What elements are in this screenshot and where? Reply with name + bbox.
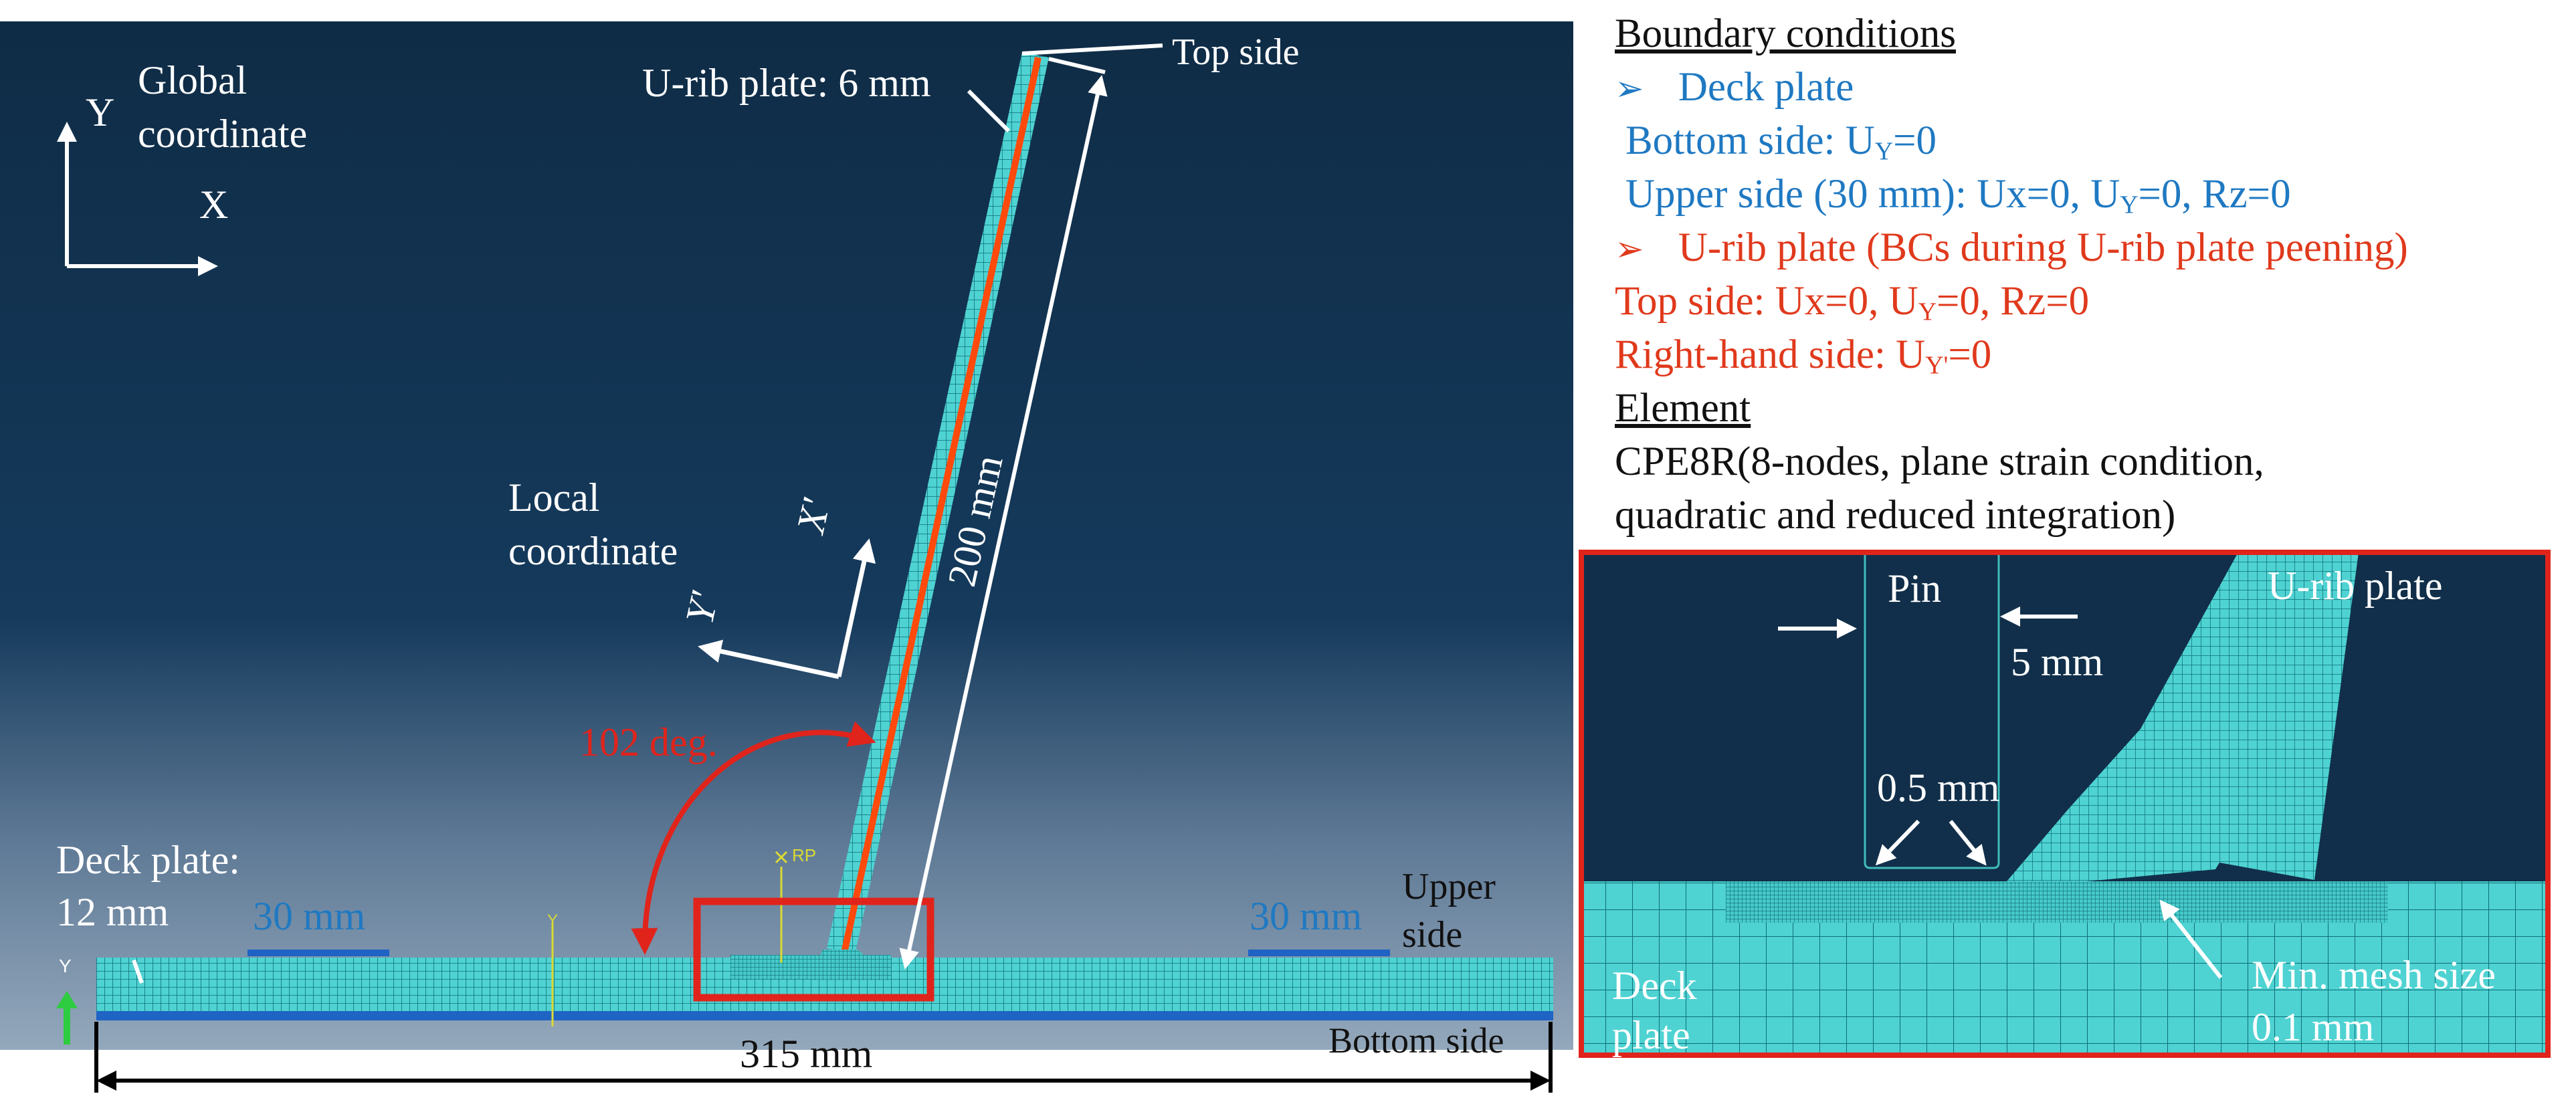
- global-coordinate-label-1: Global: [138, 58, 247, 102]
- urib-title-text: U-rib plate (BCs during U-rib plate peen…: [1678, 225, 2408, 270]
- bottom-side-label: Bottom side: [1328, 1020, 1504, 1061]
- bc-deck-bottom-text: Bottom side: U: [1625, 118, 1875, 163]
- upper-side-label-2: side: [1402, 914, 1462, 956]
- tip-radius-label: 0.5 mm: [1877, 766, 1999, 810]
- bc-urib-top-sub: Y: [1918, 298, 1937, 326]
- bc-deck-bottom-value: =0: [1893, 118, 1937, 163]
- bc-deck-upper-sub: Y: [2120, 191, 2139, 219]
- top-side-label: Top side: [1172, 31, 1300, 73]
- upper-side-label-1: Upper: [1402, 866, 1496, 907]
- support-y-label: Y: [59, 956, 72, 976]
- bc-urib-right-sub: Y': [1925, 351, 1949, 380]
- global-coordinate-label-2: coordinate: [138, 112, 307, 156]
- leader-lines: [132, 43, 1163, 984]
- bc-deck-upper: Upper side (30 mm): Ux=0, UY=0, Rz=0: [1625, 174, 2291, 218]
- urib-thickness-label: U-rib plate: 6 mm: [642, 61, 931, 105]
- deck-plate-label-2: 12 mm: [56, 890, 169, 934]
- detail-deck-label-1: Deck: [1612, 964, 1697, 1008]
- bullet-icon: ➢: [1615, 229, 1644, 269]
- bc-deck-upper-value: =0, Rz=0: [2138, 172, 2291, 217]
- detail-view: [1581, 552, 2548, 1055]
- small-y-label: Y: [547, 911, 558, 929]
- local-coordinate-label-2: coordinate: [508, 529, 678, 573]
- element-line-1: CPE8R(8-nodes, plane strain condition,: [1615, 439, 2264, 484]
- pin-label: Pin: [1888, 566, 1941, 611]
- local-coordinate-label-1: Local: [508, 475, 600, 520]
- bullet-icon: ➢: [1615, 69, 1644, 109]
- bc-deck-bottom-sub: Y: [1874, 137, 1894, 166]
- upper-region-label-left: 30 mm: [253, 894, 365, 938]
- overall-dimension: [94, 1022, 1553, 1093]
- detail-deck-label-2: plate: [1612, 1013, 1690, 1057]
- bc-urib-right-text: Right-hand side: U: [1615, 332, 1926, 377]
- global-x-label: X: [199, 183, 228, 227]
- pin-width-label: 5 mm: [2011, 640, 2103, 684]
- element-line-2: quadratic and reduced integration): [1615, 493, 2176, 538]
- deck-plate-label-1: Deck plate:: [56, 838, 240, 882]
- weld-region: [730, 950, 893, 980]
- detail-arrows: [1778, 607, 2223, 979]
- angle-arc: [631, 721, 876, 955]
- bc-urib-top-text: Top side: Ux=0, U: [1615, 279, 1918, 324]
- detail-urib-label: U-rib plate: [2268, 564, 2443, 608]
- bc-urib-right-value: =0: [1948, 332, 1992, 377]
- bc-deck-title: ➢ Deck plate: [1615, 67, 1854, 108]
- bc-urib-top-value: =0, Rz=0: [1937, 279, 2090, 324]
- upper-region-label-right: 30 mm: [1250, 894, 1362, 938]
- global-axes: [57, 122, 218, 276]
- bc-urib-title: ➢ U-rib plate (BCs during U-rib plate pe…: [1615, 227, 2408, 268]
- bc-urib-top: Top side: Ux=0, UY=0, Rz=0: [1615, 281, 2089, 325]
- bc-deck-upper-text: Upper side (30 mm): Ux=0, U: [1625, 172, 2120, 217]
- bc-deck-bottom: Bottom side: UY=0: [1625, 120, 1937, 164]
- deck-length-label: 315 mm: [740, 1032, 872, 1076]
- local-axes: [698, 538, 876, 679]
- min-mesh-label-1: Min. mesh size: [2252, 953, 2496, 997]
- rp-label: RP: [792, 845, 816, 865]
- element-heading: Element: [1615, 386, 1751, 431]
- support-arrow-icon: [56, 991, 78, 1044]
- angle-label: 102 deg.: [579, 720, 718, 764]
- global-y-label: Y: [86, 90, 114, 134]
- bc-heading: Boundary conditions: [1615, 11, 1956, 56]
- detail-frame: [1579, 550, 2551, 1058]
- bc-urib-right: Right-hand side: UY'=0: [1615, 334, 1991, 378]
- length-dimension-arrow: [899, 75, 1108, 970]
- min-mesh-label-2: 0.1 mm: [2252, 1005, 2374, 1049]
- deck-title-text: Deck plate: [1678, 65, 1854, 110]
